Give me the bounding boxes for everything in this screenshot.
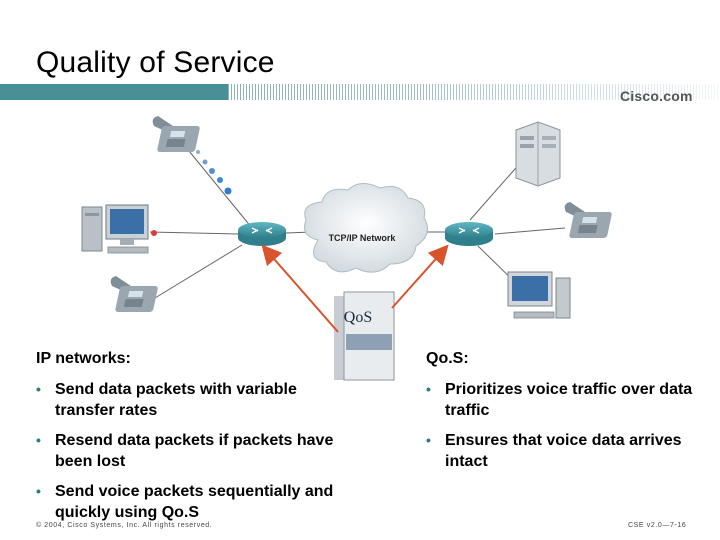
list-item: • Send data packets with variable transfe… — [36, 379, 346, 421]
left-column-heading: IP networks: — [36, 350, 131, 367]
cisco-logo: Cisco.com — [620, 88, 693, 104]
header-band-solid — [0, 84, 228, 100]
bullet-icon: • — [426, 432, 431, 448]
qos-product-box-icon — [334, 291, 395, 381]
list-item-text: Prioritizes voice traffic over data traf… — [445, 381, 693, 419]
arrow-to-right-router — [391, 244, 449, 309]
router-icon — [238, 222, 286, 246]
header-band — [0, 84, 720, 100]
right-column-heading: Qo.S: — [426, 350, 469, 367]
footer-copyright: © 2004, Cisco Systems, Inc. All rights r… — [36, 522, 213, 529]
left-bullet-list: • Send data packets with variable transfe… — [36, 379, 346, 523]
bullet-icon: • — [36, 483, 41, 499]
cloud-icon — [304, 183, 429, 273]
list-item: • Resend data packets if packets have bee… — [36, 430, 346, 472]
list-item: • Send voice packets sequentially and qui… — [36, 481, 346, 523]
arrow-to-left-router — [261, 244, 339, 333]
network-diagram: TCP/IP Network QoS — [81, 116, 612, 381]
ip-phone-icon — [564, 202, 612, 238]
list-item-text: Ensures that voice data arrives intact — [445, 432, 682, 470]
packet-dot — [209, 168, 215, 174]
footer-course-code: CSE v2.0—7-16 — [628, 522, 687, 529]
list-item: • Ensures that voice data arrives intact — [426, 430, 706, 472]
left-column: IP networks: • Send data packets with var… — [36, 350, 346, 532]
bullet-icon: • — [36, 432, 41, 448]
list-item-text: Send voice packets sequentially and quic… — [55, 483, 334, 521]
list-item-text: Send data packets with variable transfer… — [55, 381, 297, 419]
right-bullet-list: • Prioritizes voice traffic over data tra… — [426, 379, 706, 472]
packet-dot — [217, 177, 223, 183]
packet-dot — [151, 230, 157, 236]
list-item: • Prioritizes voice traffic over data tra… — [426, 379, 706, 421]
packet-dot — [196, 150, 200, 154]
right-column: Qo.S: • Prioritizes voice traffic over da… — [426, 350, 706, 481]
bullet-icon: • — [36, 381, 41, 397]
qos-box-label: QoS — [344, 309, 372, 326]
router-icon — [445, 222, 493, 246]
bullet-icon: • — [426, 381, 431, 397]
workstation-icon — [507, 271, 571, 319]
cloud-label: TCP/IP Network — [329, 233, 397, 243]
server-icon — [515, 121, 561, 187]
packet-dot — [202, 159, 208, 165]
list-item-text: Resend data packets if packets have been… — [55, 432, 334, 470]
ip-phone-icon — [152, 116, 200, 152]
workstation-icon — [81, 204, 149, 254]
header-band-fade — [228, 84, 720, 100]
page-title: Quality of Service — [36, 46, 275, 79]
packet-dot — [224, 187, 232, 195]
ip-phone-icon — [110, 276, 158, 312]
